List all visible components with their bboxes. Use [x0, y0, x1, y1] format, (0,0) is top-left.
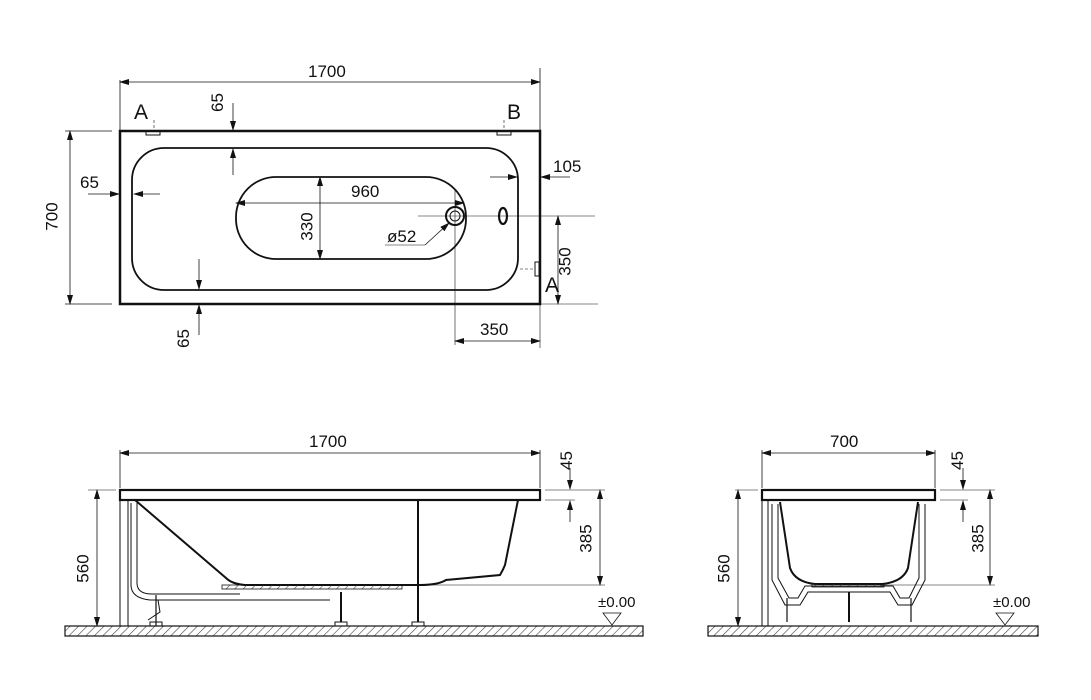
dim-rim-bottom: 65 [173, 329, 193, 348]
dim-short-width: 700 [830, 432, 859, 451]
section-label-b-top: B [507, 101, 522, 124]
dim-short-height: 560 [714, 554, 734, 583]
tub-outline [118, 129, 542, 306]
floor-level-short: ±0.00 [993, 594, 1031, 611]
top-view [65, 68, 598, 348]
dim-drain-offset-x: 350 [480, 320, 509, 339]
inner-rim [131, 147, 519, 291]
basin [235, 176, 467, 260]
dim-short-rim: 45 [947, 451, 967, 470]
dim-basin-width: 330 [297, 212, 317, 241]
dim-long-rim: 45 [556, 451, 576, 470]
dim-long-depth: 385 [576, 524, 596, 553]
dim-drain-diameter: ø52 [387, 227, 417, 246]
section-label-a-right: A [545, 274, 560, 297]
dim-long-height: 560 [73, 554, 93, 583]
side-view-long [64, 450, 644, 637]
side-view-short [707, 450, 1039, 637]
dim-overall-length: 1700 [308, 62, 346, 81]
floor [64, 625, 644, 637]
dim-long-length: 1700 [309, 432, 347, 451]
floor [707, 625, 1039, 637]
dim-drain-offset-y: 350 [555, 247, 575, 276]
dim-basin-length: 960 [351, 182, 380, 201]
dim-rim-left: 65 [80, 173, 99, 192]
dim-rim-right: 105 [553, 157, 582, 176]
rim [760, 488, 937, 502]
section-label-a-top: A [134, 101, 149, 124]
floor-level-long: ±0.00 [598, 594, 636, 611]
dim-short-depth: 385 [968, 524, 988, 553]
dim-overall-width: 700 [42, 202, 62, 231]
rim [118, 488, 542, 502]
dim-rim-top: 65 [207, 93, 227, 112]
